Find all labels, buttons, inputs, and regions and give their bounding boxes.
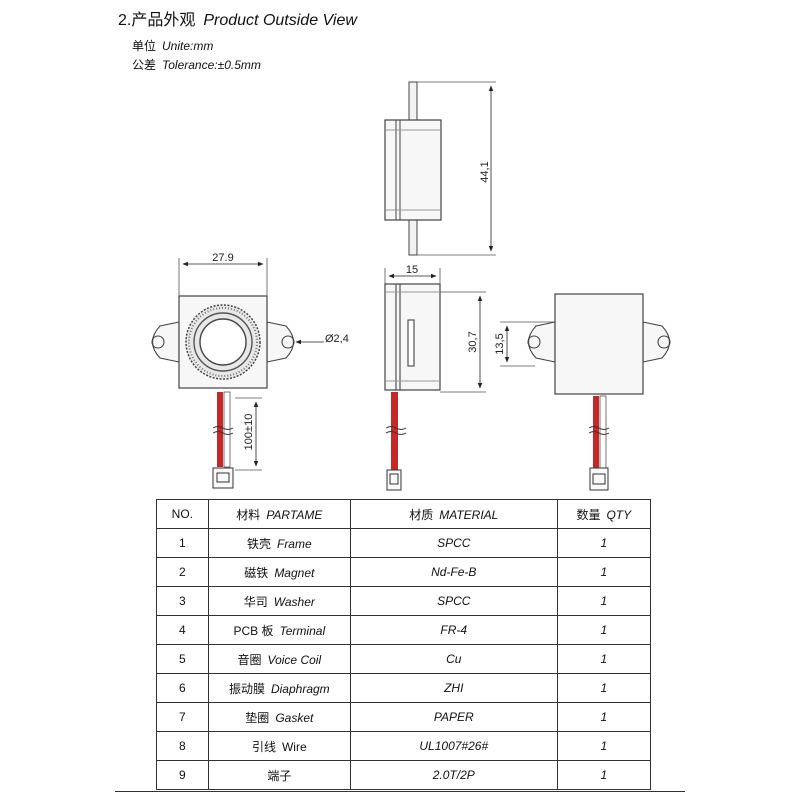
row-material: UL1007#26#: [349, 731, 558, 761]
hole-diameter-label: Ø2,4: [325, 333, 349, 345]
height-side-label: 30,7: [467, 331, 479, 352]
product-drawing: 44,1 27.9 Ø2,4 100±10: [151, 81, 671, 491]
height-side-dimension: 30,7: [440, 291, 486, 393]
row-qty: 1: [556, 615, 652, 645]
side-wire: [385, 392, 407, 491]
row-qty: 1: [556, 644, 652, 674]
lead-length-label: 100±10: [243, 414, 255, 451]
row-material: ZHI: [349, 673, 558, 703]
page-bottom-rule: [115, 791, 685, 792]
depth-side-label: 15: [406, 264, 418, 276]
tolerance-label-cn: 公差: [132, 58, 157, 72]
back-wires: [588, 395, 610, 491]
header-no: NO.: [156, 499, 209, 529]
row-part: 端子: [207, 760, 351, 790]
side-view: [384, 283, 441, 391]
mount-height-label: 13,5: [494, 333, 506, 354]
mount-height-dimension: 13,5: [494, 321, 555, 367]
row-no: 8: [156, 731, 209, 761]
row-no: 6: [156, 673, 209, 703]
row-no: 1: [156, 528, 209, 558]
lead-length-dimension: 100±10: [235, 397, 262, 471]
width-front-dimension: 27.9: [178, 252, 268, 296]
front-view: [151, 295, 295, 389]
row-qty: 1: [556, 760, 652, 790]
table-row: 9 端子 2.0T/2P 1: [156, 760, 652, 790]
tolerance-label-en: Tolerance:±0.5mm: [162, 58, 261, 72]
unit-label-en: Unite:mm: [162, 39, 214, 53]
section-title-en: Product Outside View: [203, 12, 357, 29]
depth-side-dimension: 15: [384, 264, 441, 284]
row-no: 9: [156, 760, 209, 790]
unit-line: 单位 Unite:mm: [132, 37, 213, 54]
top-view: [384, 81, 442, 256]
row-qty: 1: [556, 731, 652, 761]
row-no: 4: [156, 615, 209, 645]
row-no: 5: [156, 644, 209, 674]
width-front-label: 27.9: [212, 252, 233, 264]
row-no: 7: [156, 702, 209, 732]
height-total-dimension: 44,1: [417, 81, 496, 256]
front-wires: [212, 391, 234, 489]
back-view: [527, 293, 671, 395]
row-material: Cu: [349, 644, 558, 674]
row-material: FR-4: [349, 615, 558, 645]
section-title: 2.产品外观 Product Outside View: [118, 6, 357, 30]
row-material: SPCC: [349, 528, 558, 558]
height-total-label: 44,1: [479, 161, 491, 182]
row-qty: 1: [556, 586, 652, 616]
row-qty: 1: [556, 702, 652, 732]
unit-label-cn: 单位: [132, 39, 157, 53]
row-qty: 1: [556, 673, 652, 703]
section-title-cn: 2.产品外观: [118, 12, 196, 29]
row-no: 3: [156, 586, 209, 616]
row-qty: 1: [556, 557, 652, 587]
row-material: PAPER: [349, 702, 558, 732]
hole-diameter-dimension: Ø2,4: [295, 333, 349, 345]
row-material: SPCC: [349, 586, 558, 616]
row-qty: 1: [556, 528, 652, 558]
row-material: Nd-Fe-B: [349, 557, 558, 587]
row-no: 2: [156, 557, 209, 587]
tolerance-line: 公差 Tolerance:±0.5mm: [132, 56, 261, 73]
row-material: 2.0T/2P: [349, 760, 558, 790]
